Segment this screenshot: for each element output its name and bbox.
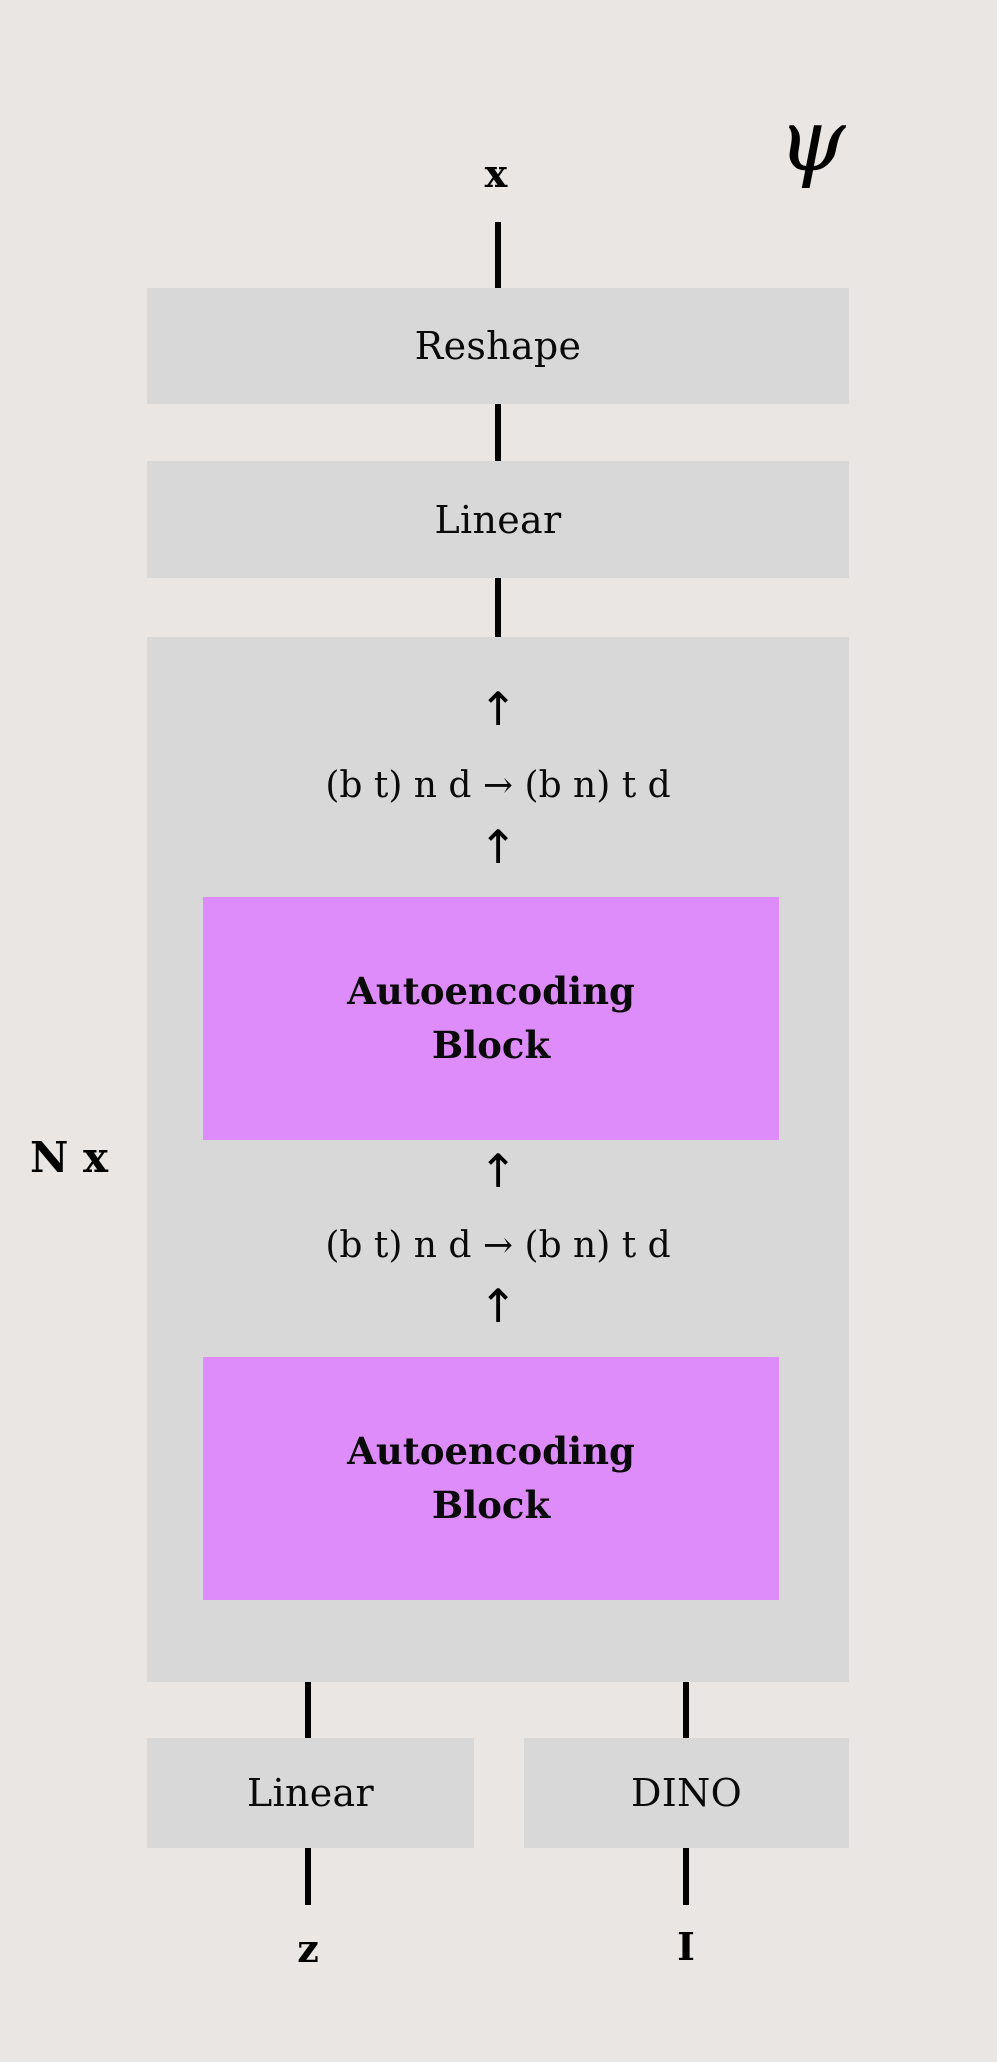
autoencoding-block-lower[interactable]: Autoencoding Block xyxy=(203,1357,779,1600)
reshape-label: Reshape xyxy=(414,324,582,368)
connector-dino-to-stack xyxy=(683,1682,689,1738)
arrow-up-lower-icon: ↑ xyxy=(478,1279,518,1333)
reshape-box[interactable]: Reshape xyxy=(147,288,849,404)
autoencoding-block-lower-line1: Autoencoding xyxy=(347,1428,635,1473)
autoencoding-block-upper[interactable]: Autoencoding Block xyxy=(203,897,779,1140)
arrow-up-top-icon: ↑ xyxy=(478,682,518,736)
linear-bottom-box[interactable]: Linear xyxy=(147,1738,474,1848)
output-variable-x: x xyxy=(484,151,508,196)
einops-rearrange-lower: (b t) n d → (b n) t d xyxy=(325,1225,671,1266)
input-variable-image: I xyxy=(677,1924,695,1969)
input-variable-z: z xyxy=(297,1926,319,1971)
dino-box[interactable]: DINO xyxy=(524,1738,849,1848)
arrow-up-upper-icon: ↑ xyxy=(478,820,518,874)
linear-bottom-label: Linear xyxy=(247,1771,374,1815)
connector-z-to-linear xyxy=(305,1848,311,1905)
repeat-count-label: N x xyxy=(30,1133,109,1182)
connector-linear-bottom-to-stack xyxy=(305,1682,311,1738)
connector-linear-to-stack xyxy=(495,578,501,637)
linear-top-box[interactable]: Linear xyxy=(147,461,849,578)
linear-top-label: Linear xyxy=(434,497,562,542)
connector-reshape-to-linear xyxy=(495,404,501,461)
autoencoding-block-lower-line2: Block xyxy=(431,1482,551,1527)
autoencoding-block-upper-line2: Block xyxy=(431,1022,551,1067)
connector-image-to-dino xyxy=(683,1848,689,1905)
psi-symbol: ψ xyxy=(778,91,846,191)
autoencoding-block-upper-line1: Autoencoding xyxy=(347,968,635,1013)
arrow-up-middle-icon: ↑ xyxy=(478,1144,518,1198)
dino-label: DINO xyxy=(630,1771,743,1815)
connector-x-to-reshape xyxy=(495,222,501,288)
einops-rearrange-upper: (b t) n d → (b n) t d xyxy=(325,765,671,806)
